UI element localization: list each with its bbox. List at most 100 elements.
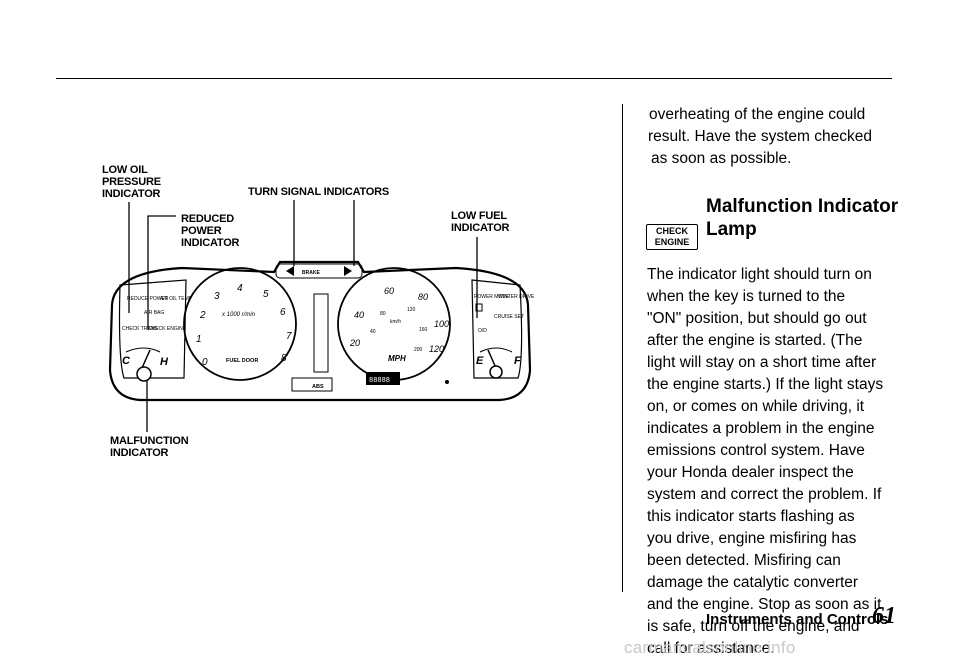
tach-num-1: 1 [196, 334, 202, 345]
at-oil-temp-lamp: A/T OIL TEMP [160, 296, 193, 302]
text-line: "ON" position, but should go out [647, 310, 867, 327]
check-trans-lamp: CHECK TRANS [122, 326, 158, 332]
fuel-knob [489, 365, 503, 379]
fuel-door-label: FUEL DOOR [226, 358, 258, 364]
check-engine-lamp: CHECK ENGINE [148, 326, 187, 332]
cluster-bezel [108, 260, 532, 402]
low-fuel-lamp-icon [475, 303, 483, 312]
winter-drive-lamp: WINTER DRIVE [498, 294, 535, 300]
header-rule [56, 78, 892, 79]
kmh-label: km/h [390, 319, 401, 325]
heading-line: Lamp [706, 219, 757, 240]
callout-line: POWER [181, 225, 222, 237]
mph-label: MPH [388, 354, 406, 363]
tach-num-8: 8 [281, 353, 287, 364]
callout-line: INDICATOR [181, 237, 240, 249]
tach-num-0: 0 [202, 357, 208, 368]
text-line: is safe, turn off the engine, and [647, 618, 860, 635]
callout-line: INDICATOR [102, 188, 161, 200]
temp-cold-label: C [122, 355, 131, 367]
callout-line: LOW OIL [102, 164, 148, 176]
text-line: you drive, engine misfiring has [647, 530, 857, 547]
text-line: system and correct the problem. If [647, 486, 882, 503]
text-line: been detected. Misfiring can [647, 552, 841, 569]
tach-num-5: 5 [263, 289, 269, 300]
tachometer-dial [183, 267, 297, 381]
fuel-gauge-arc [479, 347, 513, 353]
leader-reduced-power [147, 215, 176, 330]
kmh-200: 200 [414, 347, 423, 353]
icon-line: CHECK [655, 226, 688, 236]
text-line: and the engine. Stop as soon as it [647, 596, 882, 613]
paragraph-malfunction: The indicator light should turn on when … [647, 264, 883, 660]
power-mode-lamp: POWER MODE [474, 294, 510, 300]
check-engine-icon: CHECK ENGINE [646, 224, 698, 250]
temp-hot-label: H [160, 356, 169, 368]
text-line: the engine starts.) If the light stays [647, 376, 884, 393]
text-line: when the key is turned to the [647, 288, 846, 305]
mph-60: 60 [384, 286, 394, 296]
section-heading: Malfunction Indicator Lamp [706, 195, 898, 241]
text-line: damage the catalytic converter [647, 574, 859, 591]
tach-num-7: 7 [286, 331, 292, 342]
cruise-set-lamp: CRUISE SET [494, 314, 524, 320]
mph-100: 100 [434, 319, 449, 329]
text-line: result. Have the system checked [648, 128, 872, 145]
page-number: 61 [872, 603, 896, 629]
odometer-display [366, 372, 400, 385]
callout-line: INDICATOR [110, 447, 169, 459]
callout-line: REDUCED [181, 213, 234, 225]
mph-40: 40 [354, 310, 364, 320]
text-line: call for assistance. [647, 640, 775, 657]
brake-lamp: BRAKE [302, 270, 320, 276]
abs-lamp-box [291, 377, 333, 392]
footer-section-title: Instruments and Controls [706, 611, 889, 628]
instrument-cluster: REDUCE POWER A/T OIL TEMP AIR BAG CHECK … [108, 260, 535, 402]
air-bag-lamp: AIR BAG [144, 310, 164, 316]
tach-num-6: 6 [280, 307, 286, 318]
callout-reduced-power: REDUCED POWER INDICATOR [181, 213, 239, 249]
right-panel-outline [471, 279, 523, 379]
fuel-full-label: F [514, 355, 521, 367]
kmh-160: 160 [419, 327, 428, 333]
mph-120: 120 [429, 344, 444, 354]
callout-line: MALFUNCTION [110, 435, 189, 447]
text-line: this indicator starts flashing as [647, 508, 855, 525]
kmh-80: 80 [380, 311, 386, 317]
text-line: after the engine is started. (The [647, 332, 863, 349]
kmh-120: 120 [407, 307, 416, 313]
kmh-40: 40 [370, 329, 376, 335]
callout-line: LOW FUEL [451, 210, 507, 222]
turn-left-arrow-icon [286, 266, 294, 276]
callout-turn-signal: TURN SIGNAL INDICATORS [248, 186, 389, 198]
tach-num-3: 3 [214, 291, 220, 302]
mph-80: 80 [418, 292, 428, 302]
left-panel-outline [118, 279, 187, 379]
text-line: your Honda dealer inspect the [647, 464, 854, 481]
fuel-empty-label: E [476, 355, 484, 367]
callout-low-oil-pressure: LOW OIL PRESSURE INDICATOR [102, 164, 161, 200]
fuel-needle [487, 349, 497, 369]
mph-20: 20 [349, 338, 360, 348]
text-line: emissions control system. Have [647, 442, 865, 459]
tach-unit-label: x 1000 r/min [221, 312, 256, 318]
text-line: on, or comes on while driving, it [647, 398, 865, 415]
callout-malfunction: MALFUNCTION INDICATOR [110, 435, 189, 459]
gear-indicator-column [313, 293, 329, 373]
reduce-power-lamp: REDUCE POWER [127, 296, 169, 302]
text-line: light will stay on a short time after [647, 354, 877, 371]
temp-gauge-arc [125, 347, 161, 353]
paragraph-overheating: overheating of the engine could result. … [647, 104, 872, 170]
text-line: indicates a problem in the engine [647, 420, 875, 437]
callout-line: TURN SIGNAL INDICATORS [248, 186, 390, 198]
turn-signal-strip [275, 263, 363, 279]
icon-line: ENGINE [654, 237, 690, 247]
abs-lamp: ABS [312, 384, 324, 390]
callout-low-fuel: LOW FUEL INDICATOR [451, 210, 509, 234]
tach-num-2: 2 [199, 310, 206, 321]
callout-line: PRESSURE [102, 176, 161, 188]
tach-num-4: 4 [237, 283, 243, 294]
text-line: overheating of the engine could [649, 106, 866, 123]
temp-needle [141, 349, 151, 369]
